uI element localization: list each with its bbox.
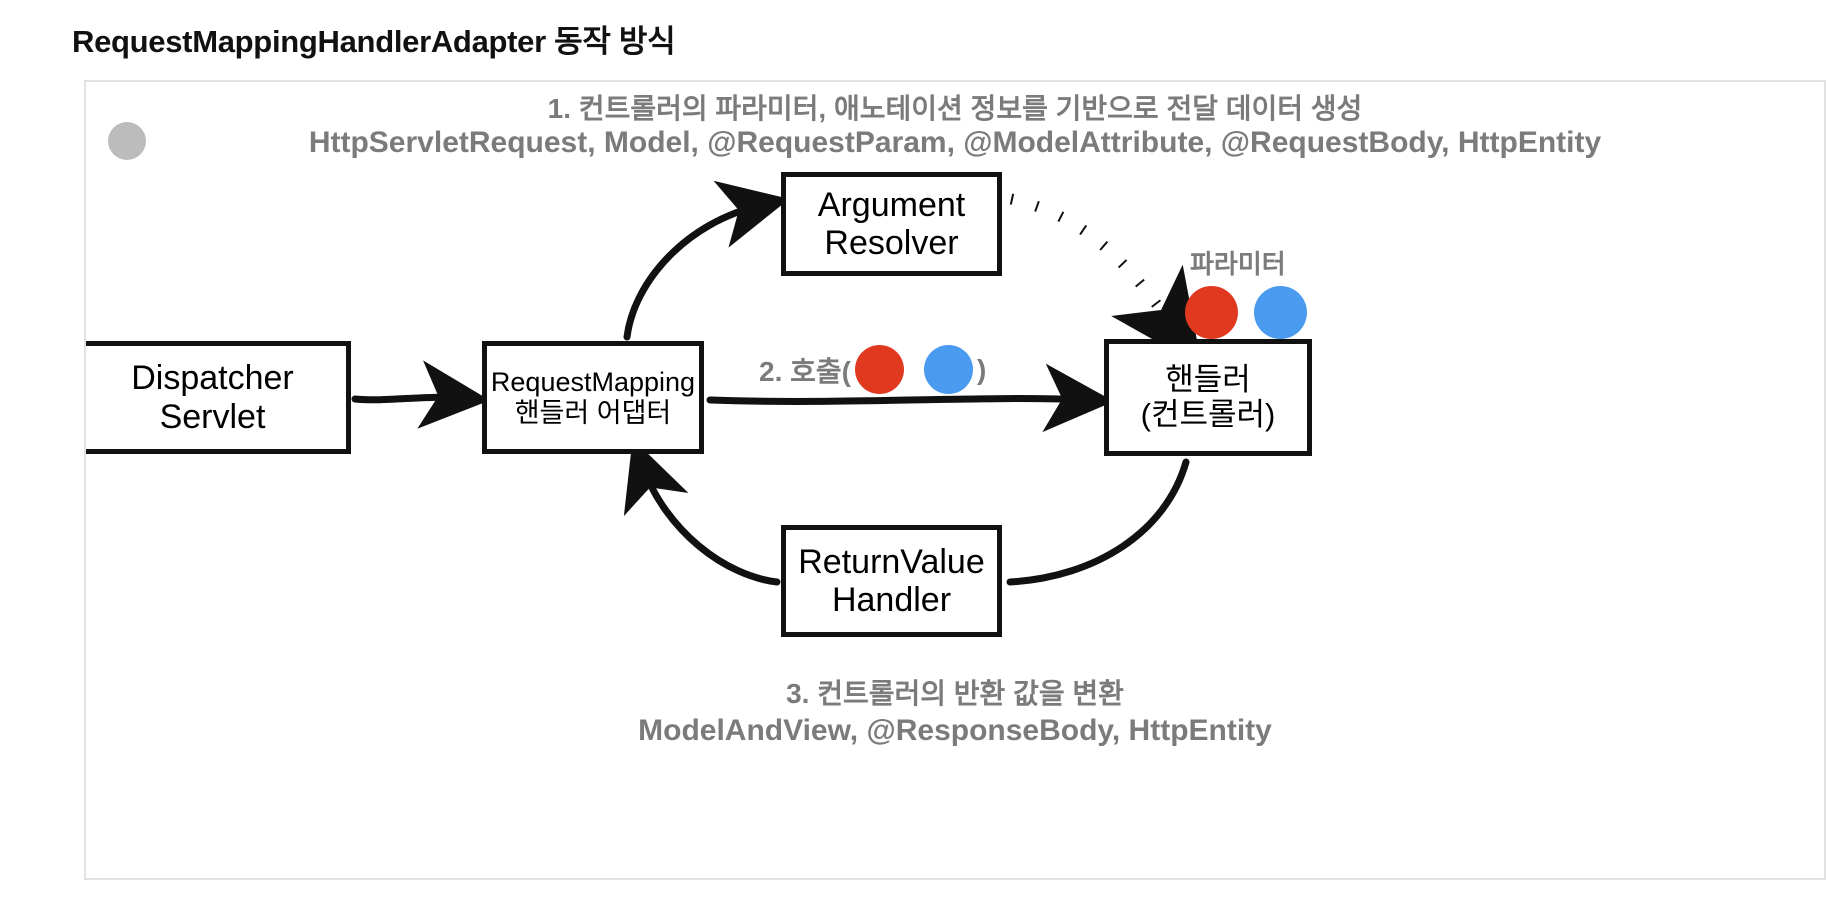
node-dispatcher-servlet-line2: Servlet	[159, 397, 266, 436]
annotation-step-1: 1. 컨트롤러의 파라미터, 애노테이션 정보를 기반으로 전달 데이터 생성	[547, 93, 1363, 124]
node-dispatcher-servlet: Dispatcher Servlet	[86, 341, 351, 454]
parameter-red-dot-icon	[1185, 286, 1238, 339]
node-handler-controller-line1: 핸들러	[1165, 361, 1251, 397]
arrow-handler-to-return-value-handler	[1006, 458, 1190, 586]
corner-bullet-icon	[108, 122, 146, 160]
node-return-value-handler-line1: ReturnValue	[798, 542, 985, 581]
node-argument-resolver-line1: Argument	[817, 185, 966, 224]
node-return-value-handler: ReturnValue Handler	[781, 525, 1002, 637]
node-argument-resolver: Argument Resolver	[781, 172, 1002, 276]
annotation-step-1-types: HttpServletRequest, Model, @RequestParam…	[308, 126, 1602, 159]
node-argument-resolver-line2: Resolver	[824, 224, 959, 262]
node-dispatcher-servlet-line1: Dispatcher	[131, 359, 294, 398]
call-argument-blue-dot-icon	[923, 345, 973, 394]
arrow-adapter-to-handler	[706, 363, 1114, 433]
call-label-suffix: )	[976, 353, 987, 385]
page-title: RequestMappingHandlerAdapter 동작 방식	[72, 24, 676, 59]
arrow-argument-resolver-to-handler	[1009, 193, 1203, 368]
call-label-prefix: 2. 호출(	[759, 355, 851, 387]
node-request-mapping-handler-adapter-line2: 핸들러 어댑터	[514, 397, 672, 428]
node-handler-controller: 핸들러 (컨트롤러)	[1104, 339, 1312, 456]
node-return-value-handler-line2: Handler	[831, 581, 952, 619]
annotation-step-3: 3. 컨트롤러의 반환 값을 변환	[786, 678, 1124, 709]
diagram-frame: 1. 컨트롤러의 파라미터, 애노테이션 정보를 기반으로 전달 데이터 생성 …	[84, 80, 1826, 880]
arrow-dispatcher-to-adapter	[351, 360, 490, 429]
annotation-parameter-label: 파라미터	[1190, 249, 1286, 279]
parameter-blue-dot-icon	[1254, 286, 1307, 339]
arrow-adapter-to-argument-resolver	[623, 180, 790, 341]
node-handler-controller-line2: (컨트롤러)	[1140, 396, 1276, 432]
call-argument-red-dot-icon	[854, 345, 904, 394]
node-request-mapping-handler-adapter-line1: RequestMapping	[490, 367, 696, 398]
annotation-step-3-types: ModelAndView, @ResponseBody, HttpEntity	[638, 714, 1272, 747]
node-request-mapping-handler-adapter: RequestMapping 핸들러 어댑터	[482, 341, 704, 454]
annotation-step-2-call: 2. 호출( )	[759, 345, 986, 394]
arrow-return-value-handler-to-adapter	[623, 438, 781, 586]
